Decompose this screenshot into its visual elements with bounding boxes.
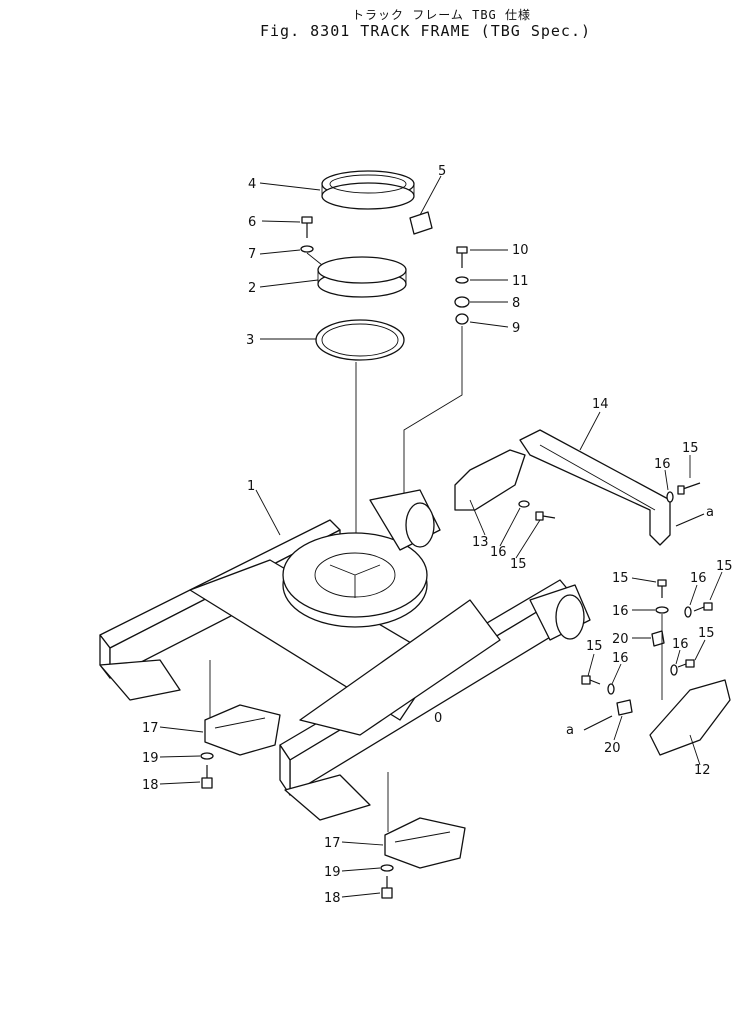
part-4-ring — [321, 170, 415, 210]
callout-1: 1 — [247, 479, 255, 494]
part-16-washer-upper — [666, 491, 674, 503]
part-19-washer-left — [200, 752, 214, 760]
callout-17-right: 17 — [324, 836, 341, 851]
part-15-bolt-lower — [581, 675, 601, 685]
part-18-bolt-left — [201, 765, 213, 789]
callout-16-upper: 16 — [654, 457, 671, 472]
leader-lines — [159, 175, 723, 898]
callout-16-lower: 16 — [612, 651, 629, 666]
callout-labels: 4 5 6 7 2 3 10 11 8 9 14 1 15 16 a 13 16… — [142, 164, 732, 906]
callout-a-upper: a — [706, 505, 714, 520]
callout-15-lower: 15 — [586, 639, 603, 654]
callout-7: 7 — [248, 247, 256, 262]
callout-15-upper: 15 — [682, 441, 699, 456]
callout-19-left: 19 — [142, 751, 159, 766]
part-20-clip-lower — [616, 699, 633, 716]
callout-18-right: 18 — [324, 891, 341, 906]
part-15-bolt-right — [657, 579, 667, 598]
callout-9: 9 — [512, 321, 520, 336]
callout-5: 5 — [438, 164, 446, 179]
callout-10: 10 — [512, 243, 529, 258]
part-16-washer-mid — [518, 500, 530, 508]
callout-19-right: 19 — [324, 865, 341, 880]
part-9-oring — [455, 313, 469, 325]
part-15-bolt-lower-right — [677, 659, 695, 668]
callout-16-lower-right: 16 — [672, 637, 689, 652]
part-3-gasket — [315, 319, 405, 361]
callout-15-far-right: 15 — [716, 559, 732, 574]
part-20-clip-upper — [651, 630, 665, 647]
part-13-cover — [454, 449, 526, 511]
callout-4: 4 — [248, 177, 256, 192]
part-19-washer-right — [380, 864, 394, 872]
callout-16-right: 16 — [690, 571, 707, 586]
part-5-clip — [409, 211, 433, 235]
part-6-bolt — [301, 216, 313, 238]
part-10-bolt — [456, 246, 468, 268]
part-11-washer — [455, 276, 469, 284]
part-15-bolt-far-right — [693, 602, 713, 612]
callout-6: 6 — [248, 215, 256, 230]
part-16-washer-lower — [607, 683, 615, 695]
japanese-subtitle: トラック フレーム TBG 仕様 — [352, 8, 531, 22]
callout-8: 8 — [512, 296, 520, 311]
part-8-plug — [454, 296, 470, 308]
part-15-bolt-mid — [535, 511, 556, 521]
part-1-track-frame: 0 — [99, 489, 591, 821]
figure-title: Fig. 8301 TRACK FRAME (TBG Spec.) — [260, 22, 592, 40]
callout-16-mid-right: 16 — [612, 604, 629, 619]
part-7-washer — [300, 245, 314, 253]
callout-17-left: 17 — [142, 721, 159, 736]
part-16-washer-right — [655, 606, 669, 614]
callout-15-mid: 15 — [510, 557, 527, 572]
part-12-cover — [649, 679, 731, 756]
callout-15-right: 15 — [612, 571, 629, 586]
callout-18-left: 18 — [142, 778, 159, 793]
part-15-bolt-upper — [677, 482, 701, 495]
callout-13: 13 — [472, 535, 489, 550]
svg-text:0: 0 — [434, 711, 442, 726]
callout-12: 12 — [694, 763, 711, 778]
part-17-guide-right — [384, 817, 466, 869]
callout-20-lower: 20 — [604, 741, 621, 756]
callout-14: 14 — [592, 397, 609, 412]
callout-3: 3 — [246, 333, 254, 348]
part-14-guard — [519, 429, 671, 546]
part-18-bolt-right — [381, 876, 393, 899]
callout-2: 2 — [248, 281, 256, 296]
part-2-seal-ring — [317, 256, 407, 298]
part-16-washer-lower-right — [670, 664, 678, 676]
part-16-washer-far-right — [684, 606, 692, 618]
callout-16-mid: 16 — [490, 545, 507, 560]
callout-a-lower: a — [566, 723, 574, 738]
callout-11: 11 — [512, 274, 529, 289]
callout-15-lower-right: 15 — [698, 626, 715, 641]
part-17-guide-left — [204, 704, 281, 756]
callout-20-upper: 20 — [612, 632, 629, 647]
